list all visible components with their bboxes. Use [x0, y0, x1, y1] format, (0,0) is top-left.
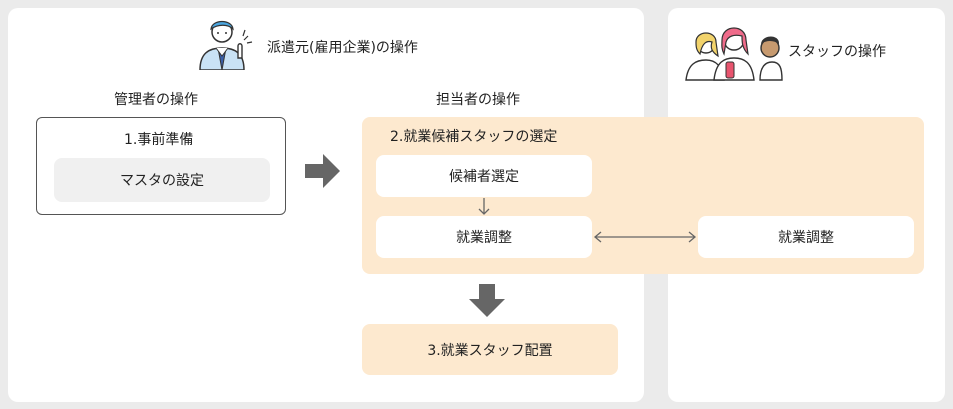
down-arrow-icon: [469, 284, 505, 317]
small-down-arrow-icon: [478, 198, 490, 215]
step3-box[interactable]: 3.就業スタッフ配置: [362, 324, 618, 375]
step1-title: 1.事前準備: [124, 132, 194, 148]
work-adjust-item[interactable]: 就業調整: [376, 216, 592, 258]
step1-box: [36, 117, 286, 215]
double-arrow-icon: [593, 231, 697, 243]
admin-label: 管理者の操作: [114, 92, 198, 108]
person-label: 担当者の操作: [436, 92, 520, 108]
staff-title: スタッフの操作: [788, 44, 886, 60]
staff-adjust-item[interactable]: 就業調整: [698, 216, 914, 258]
dispatcher-title: 派遣元(雇用企業)の操作: [267, 40, 418, 56]
staff-group-icon: [685, 27, 783, 81]
right-arrow-icon: [305, 154, 340, 188]
master-setting-item[interactable]: マスタの設定: [54, 158, 270, 202]
businessman-pointing-icon: [199, 20, 253, 70]
candidate-select-item[interactable]: 候補者選定: [376, 155, 592, 197]
step2-title: 2.就業候補スタッフの選定: [390, 129, 558, 145]
